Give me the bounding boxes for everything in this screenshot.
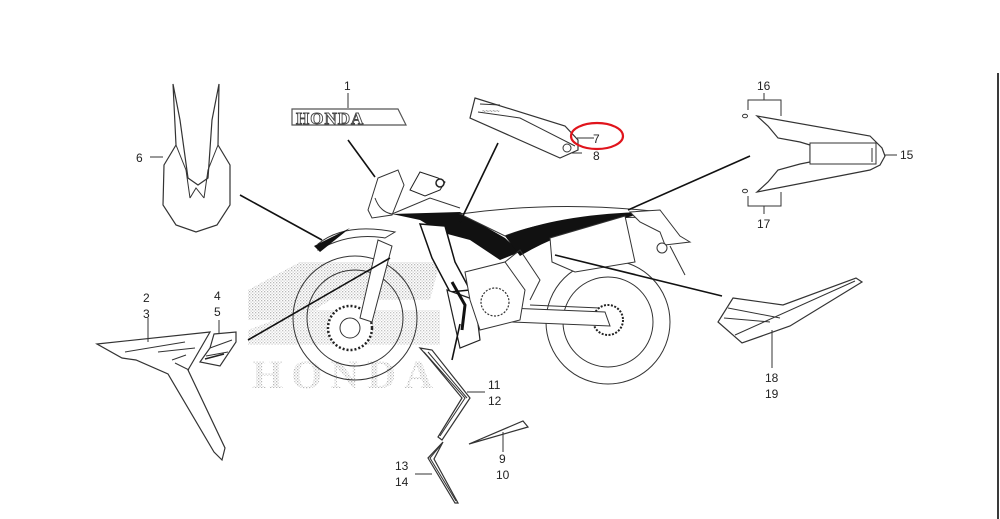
part-6-front-fender-stripe[interactable] [162,83,231,233]
callout-13[interactable]: 13 [395,459,409,473]
part-1-honda-emblem[interactable]: HONDA [291,108,407,128]
part-15-rear-fender-stripe[interactable] [742,113,886,194]
callout-7[interactable]: 7 [593,132,600,146]
callout-16[interactable]: 16 [757,79,771,93]
callout-3[interactable]: 3 [143,307,150,321]
part-2-shroud-stripe[interactable] [95,331,226,462]
part-11-grille-stripe[interactable] [418,347,471,441]
watermark-text: HONDA [252,352,441,397]
part-18-side-cover-stripe[interactable] [717,277,864,344]
callout-10[interactable]: 10 [496,468,510,482]
callout-1[interactable]: 1 [344,79,351,93]
part-9-small-stripe[interactable] [468,420,530,445]
part-7-tank-stripe[interactable]: ~~~~~ [469,97,579,159]
motorcycle-illustration [292,169,692,385]
part-4-shroud-mark[interactable] [198,331,237,367]
callout-19[interactable]: 19 [765,387,779,401]
callout-17[interactable]: 17 [757,217,771,231]
part-17-mark[interactable] [742,188,748,194]
callout-4[interactable]: 4 [214,289,221,303]
callout-labels: 1 2 3 4 5 6 7 8 9 10 11 12 13 14 15 16 1… [136,79,914,489]
callout-18[interactable]: 18 [765,371,779,385]
svg-text:~~~~~: ~~~~~ [482,109,500,115]
callout-15[interactable]: 15 [900,148,914,162]
part-13-lower-stripe[interactable] [427,441,460,504]
callout-14[interactable]: 14 [395,475,409,489]
callout-6[interactable]: 6 [136,151,143,165]
callout-9[interactable]: 9 [499,452,506,466]
callout-5[interactable]: 5 [214,305,221,319]
part-16-mark[interactable] [742,113,748,119]
emblem-text: HONDA [296,109,364,128]
highlight-circle [569,121,625,151]
frame-border [997,73,999,519]
callout-8[interactable]: 8 [593,149,600,163]
leader-lines [147,93,897,475]
callout-11[interactable]: 11 [488,378,501,392]
callout-12[interactable]: 12 [488,394,502,408]
callout-2[interactable]: 2 [143,291,150,305]
